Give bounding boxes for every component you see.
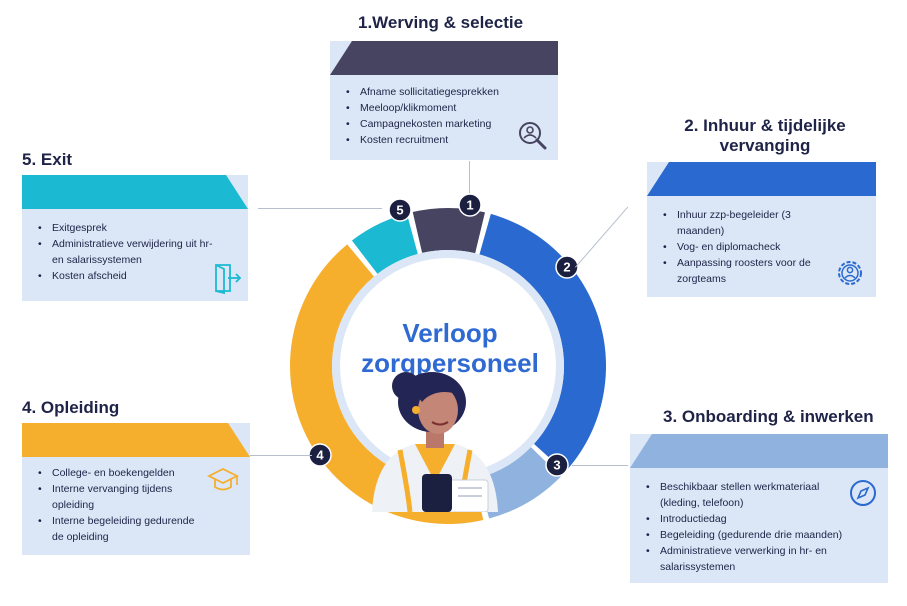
donut-segment-1 xyxy=(412,208,485,254)
list-item: Vog- en diplomacheck xyxy=(661,239,829,255)
list-exit: Exitgesprek Administratieve verwijdering… xyxy=(36,220,216,284)
connector-werving xyxy=(469,161,470,193)
list-onboarding: Beschikbaar stellen werkmateriaal (kledi… xyxy=(644,479,854,575)
band-inhuur xyxy=(647,162,876,196)
center-title-line1: Verloop xyxy=(402,318,498,348)
step-badge-label-1: 1 xyxy=(466,198,473,213)
list-item: Kosten afscheid xyxy=(36,268,216,284)
center-title-line2: zorgpersoneel xyxy=(361,348,539,378)
section-title-exit: 5. Exit xyxy=(22,150,73,169)
connector-onboarding xyxy=(572,465,628,466)
box-onboarding: Beschikbaar stellen werkmateriaal (kledi… xyxy=(630,434,888,583)
box-inhuur: Inhuur zzp-begeleider (3 maanden) Vog- e… xyxy=(647,162,876,297)
list-item: Meeloop/klikmoment xyxy=(344,100,534,116)
list-inhuur: Inhuur zzp-begeleider (3 maanden) Vog- e… xyxy=(661,207,829,287)
connector-exit xyxy=(258,208,382,209)
list-item: Inhuur zzp-begeleider (3 maanden) xyxy=(661,207,829,239)
step-badge-label-3: 3 xyxy=(553,458,560,473)
list-item: Interne begeleiding gedurende de opleidi… xyxy=(36,513,206,545)
graduation-cap-icon xyxy=(206,467,240,491)
list-item: Aanpassing roosters voor de zorgteams xyxy=(661,255,829,287)
step-badge-1 xyxy=(458,193,482,217)
search-person-icon xyxy=(519,122,547,150)
band-onboarding xyxy=(630,434,888,468)
donut-segment-5 xyxy=(351,213,418,274)
list-item: College- en boekengelden xyxy=(36,465,206,481)
step-badge-5 xyxy=(388,198,412,222)
list-opleiding: College- en boekengelden Interne vervang… xyxy=(36,465,206,545)
list-item: Exitgesprek xyxy=(36,220,216,236)
step-badge-label-5: 5 xyxy=(396,203,403,218)
band-werving xyxy=(330,41,558,75)
list-werving: Afname sollicitatiegesprekken Meeloop/kl… xyxy=(344,84,534,148)
box-opleiding: College- en boekengelden Interne vervang… xyxy=(22,423,250,555)
donut-segment-4 xyxy=(290,244,484,524)
band-exit xyxy=(22,175,248,209)
list-item: Kosten recruitment xyxy=(344,132,534,148)
step-badge-label-2: 2 xyxy=(563,260,570,275)
section-title-inhuur: 2. Inhuur & tijdelijke vervanging xyxy=(680,116,850,156)
gear-person-icon xyxy=(838,261,862,285)
section-title-inhuur-line1: 2. Inhuur & tijdelijke xyxy=(684,116,846,135)
step-badge-3 xyxy=(545,453,569,477)
exit-door-icon xyxy=(215,264,242,295)
band-opleiding xyxy=(22,423,250,457)
caregiver-illustration xyxy=(372,372,498,512)
donut-segment-2 xyxy=(479,213,607,473)
connector-opleiding xyxy=(250,455,312,456)
section-title-onboarding: 3. Onboarding & inwerken xyxy=(663,407,874,426)
list-item: Administratieve verwerking in hr- en sal… xyxy=(644,543,854,575)
list-item: Campagnekosten marketing xyxy=(344,116,534,132)
donut-segment-3 xyxy=(478,447,561,519)
list-item: Interne vervanging tijdens opleiding xyxy=(36,481,206,513)
step-badge-label-4: 4 xyxy=(316,448,324,463)
compass-icon xyxy=(850,480,876,506)
section-title-inhuur-line2: vervanging xyxy=(719,136,811,155)
box-exit: Exitgesprek Administratieve verwijdering… xyxy=(22,175,248,301)
box-werving: Afname sollicitatiegesprekken Meeloop/kl… xyxy=(330,41,558,160)
section-title-werving: 1.Werving & selectie xyxy=(358,13,524,32)
center-title: Verloop zorgpersoneel xyxy=(340,318,560,378)
section-title-opleiding: 4. Opleiding xyxy=(22,398,120,417)
list-item: Administratieve verwijdering uit hr- en … xyxy=(36,236,216,268)
list-item: Afname sollicitatiegesprekken xyxy=(344,84,534,100)
step-badge-2 xyxy=(555,255,579,279)
list-item: Introductiedag xyxy=(644,511,854,527)
list-item: Begeleiding (gedurende drie maanden) xyxy=(644,527,854,543)
list-item: Beschikbaar stellen werkmateriaal (kledi… xyxy=(644,479,854,511)
